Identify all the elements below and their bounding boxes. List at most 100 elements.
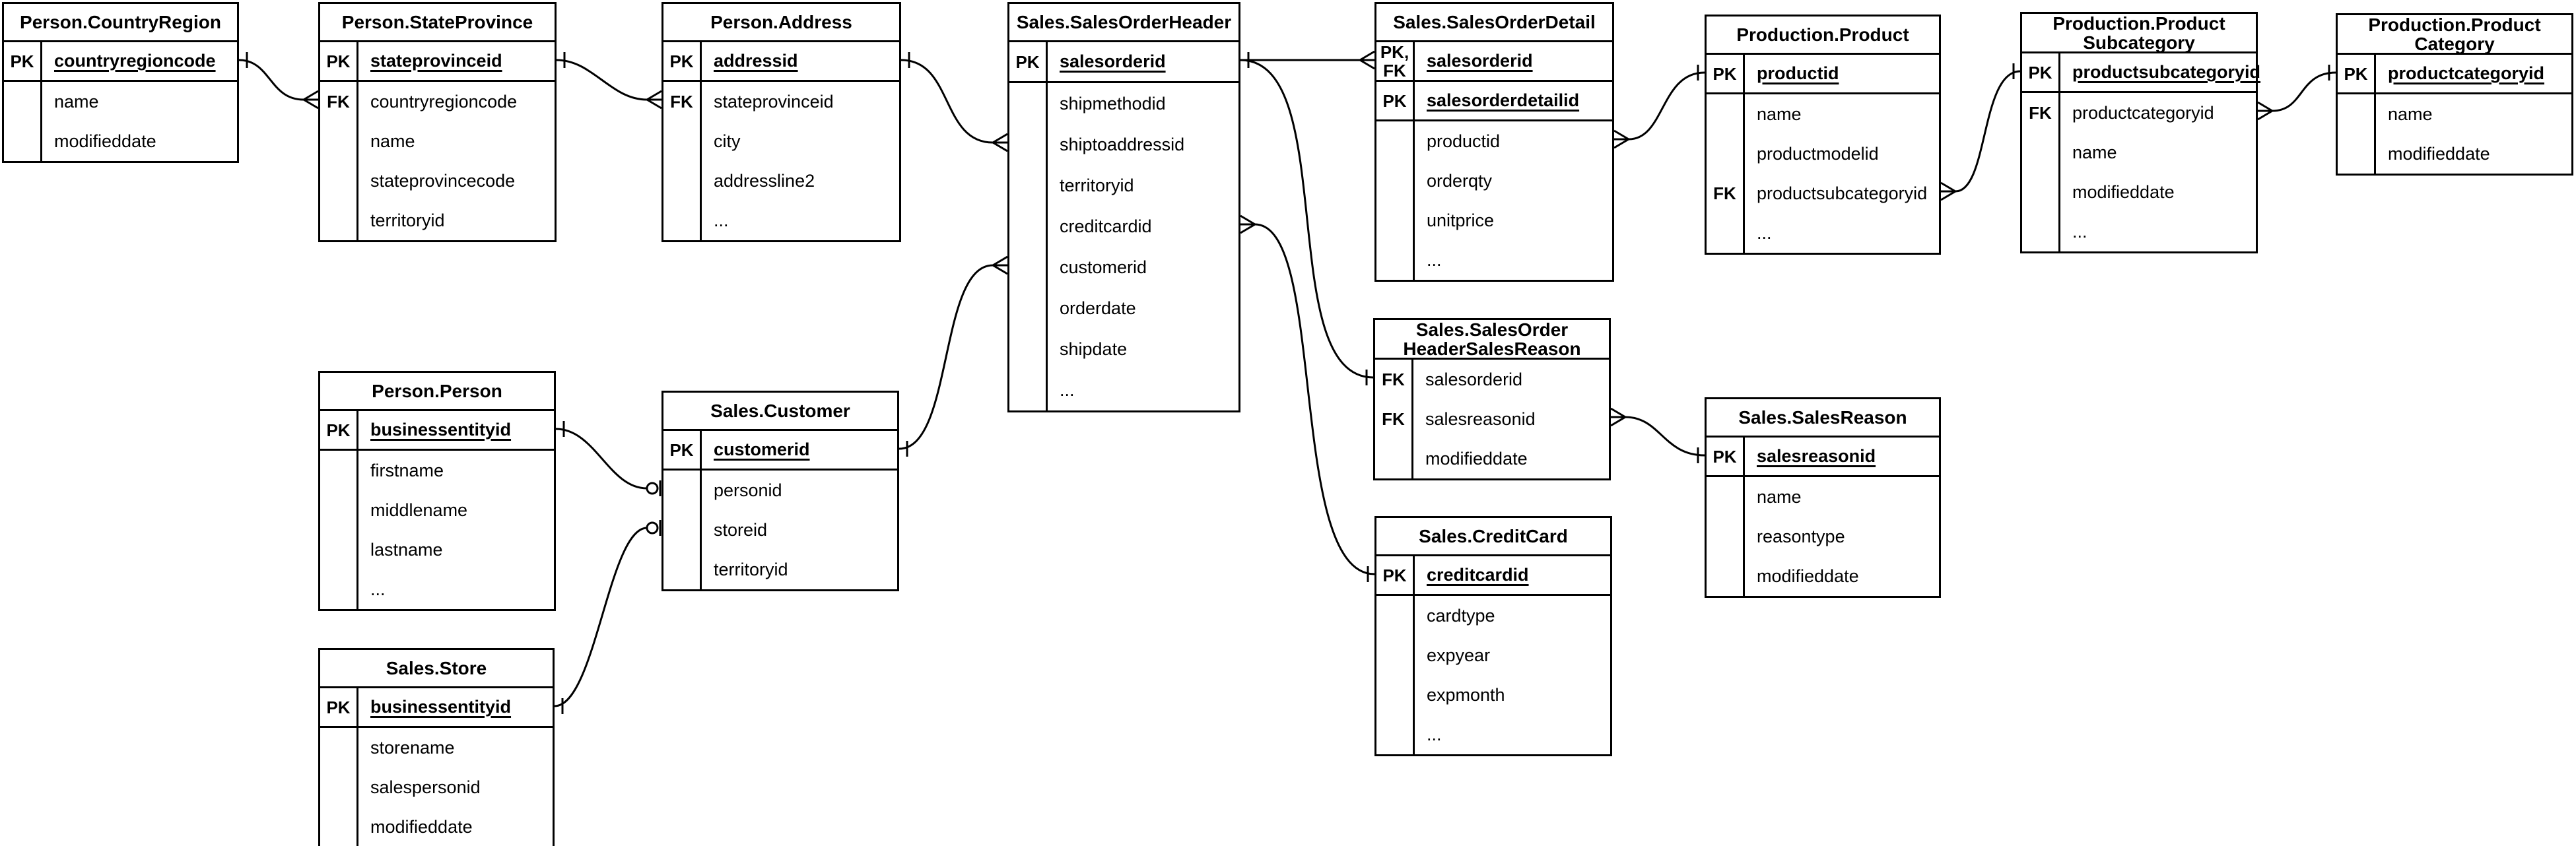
table-title: Person.StateProvince: [320, 4, 555, 42]
connector-salesorderheader-salesorderdetail[interactable]: [1240, 50, 1375, 70]
field-name: salesorderid: [1427, 51, 1533, 71]
key-label: [663, 471, 702, 510]
field-name: addressline2: [714, 170, 815, 191]
key-label: PK: [663, 431, 702, 469]
crow-foot-many-icon: [646, 90, 662, 110]
table-title: Person.CountryRegion: [4, 4, 237, 42]
connector-salesorderdetail-product[interactable]: [1613, 65, 1705, 149]
key-label: [1376, 675, 1415, 715]
table-title: Production.Product: [1707, 16, 1939, 55]
table-sales-salesorderheader[interactable]: Sales.SalesOrderHeader PK salesorderid sh…: [1007, 2, 1240, 412]
table-row: salespersonid: [320, 767, 553, 807]
table-title-line: Production.Product: [2052, 13, 2225, 34]
key-label: PK: [2022, 53, 2060, 91]
relationship-line: [555, 428, 648, 490]
field-name: salesorderdetailid: [1427, 90, 1580, 110]
connector-productsubcategory-productcategory[interactable]: [2257, 65, 2336, 121]
key-label: [320, 201, 358, 240]
key-label: [1707, 94, 1745, 134]
table-row: territoryid: [663, 550, 897, 589]
crow-foot-many-icon: [1940, 181, 1956, 201]
table-title: Sales.SalesOrderDetail: [1376, 4, 1612, 42]
connector-store-customer[interactable]: [554, 520, 661, 714]
table-row: shipmethodid: [1009, 83, 1238, 124]
key-label: [320, 121, 358, 161]
table-row: name: [1707, 477, 1939, 517]
table-title: Sales.SalesOrderHeader: [1009, 4, 1238, 42]
connector-salesorderheadersalesreason-salesreason[interactable]: [1610, 407, 1705, 463]
table-row: modifieddate: [4, 121, 237, 161]
crow-foot-many-icon: [1240, 214, 1256, 234]
table-row: territoryid: [1009, 165, 1238, 206]
field-name: firstname: [370, 460, 444, 480]
relationship-line: [898, 264, 994, 450]
field-name: personid: [714, 480, 782, 500]
key-label: [1009, 329, 1048, 370]
field-name: creditcardid: [1427, 565, 1529, 585]
table-row: expmonth: [1376, 675, 1610, 715]
connector-salesorderheader-creditcard[interactable]: [1240, 214, 1375, 582]
table-title: Sales.Customer: [663, 393, 897, 431]
field-name: salesorderid: [1060, 51, 1166, 71]
table-row: personid: [663, 471, 897, 510]
field-name: ...: [1060, 379, 1075, 400]
table-title: Person.Address: [663, 4, 899, 42]
field-name: ...: [1427, 724, 1442, 744]
connector-customer-salesorderheader[interactable]: [898, 255, 1008, 457]
key-label: [1707, 477, 1745, 517]
key-label: PK: [4, 42, 42, 80]
table-row: name: [2022, 133, 2256, 172]
field-name: productsubcategoryid: [2072, 62, 2261, 82]
field-name: expyear: [1427, 645, 1491, 665]
table-row: name: [320, 121, 555, 161]
field-name: name: [1757, 104, 1802, 124]
connector-address-salesorderheader[interactable]: [900, 52, 1008, 152]
field-name: shiptoaddressid: [1060, 134, 1185, 154]
connector-countryregion-stateprovince[interactable]: [238, 52, 319, 110]
connector-product-productsubcategory[interactable]: [1940, 63, 2021, 201]
connector-salesorderheader-salesorderheadersalesreason[interactable]: [1240, 59, 1374, 385]
key-label: FK: [663, 82, 702, 121]
crow-foot-many-icon: [992, 255, 1008, 275]
table-title-line: Sales.SalesOrderDetail: [1393, 11, 1596, 32]
field-name: storename: [370, 737, 455, 758]
field-name: modifieddate: [1425, 448, 1528, 469]
connector-stateprovince-address[interactable]: [556, 52, 662, 110]
field-name: productsubcategoryid: [1757, 183, 1928, 203]
table-title-line: Person.CountryRegion: [20, 11, 221, 32]
key-label: PK: [1376, 82, 1415, 119]
connector-person-customer[interactable]: [555, 421, 661, 496]
key-label: FK: [1375, 399, 1413, 439]
table-title-line: Production.Product: [1736, 24, 1909, 45]
key-label: [320, 807, 358, 846]
table-title-line: Category: [2414, 33, 2495, 54]
zero-circle-icon: [646, 482, 659, 495]
key-label: [320, 569, 358, 609]
key-label: PK: [1009, 42, 1048, 81]
table-row: orderdate: [1009, 288, 1238, 329]
key-label: [663, 201, 702, 240]
field-name: city: [714, 131, 741, 151]
